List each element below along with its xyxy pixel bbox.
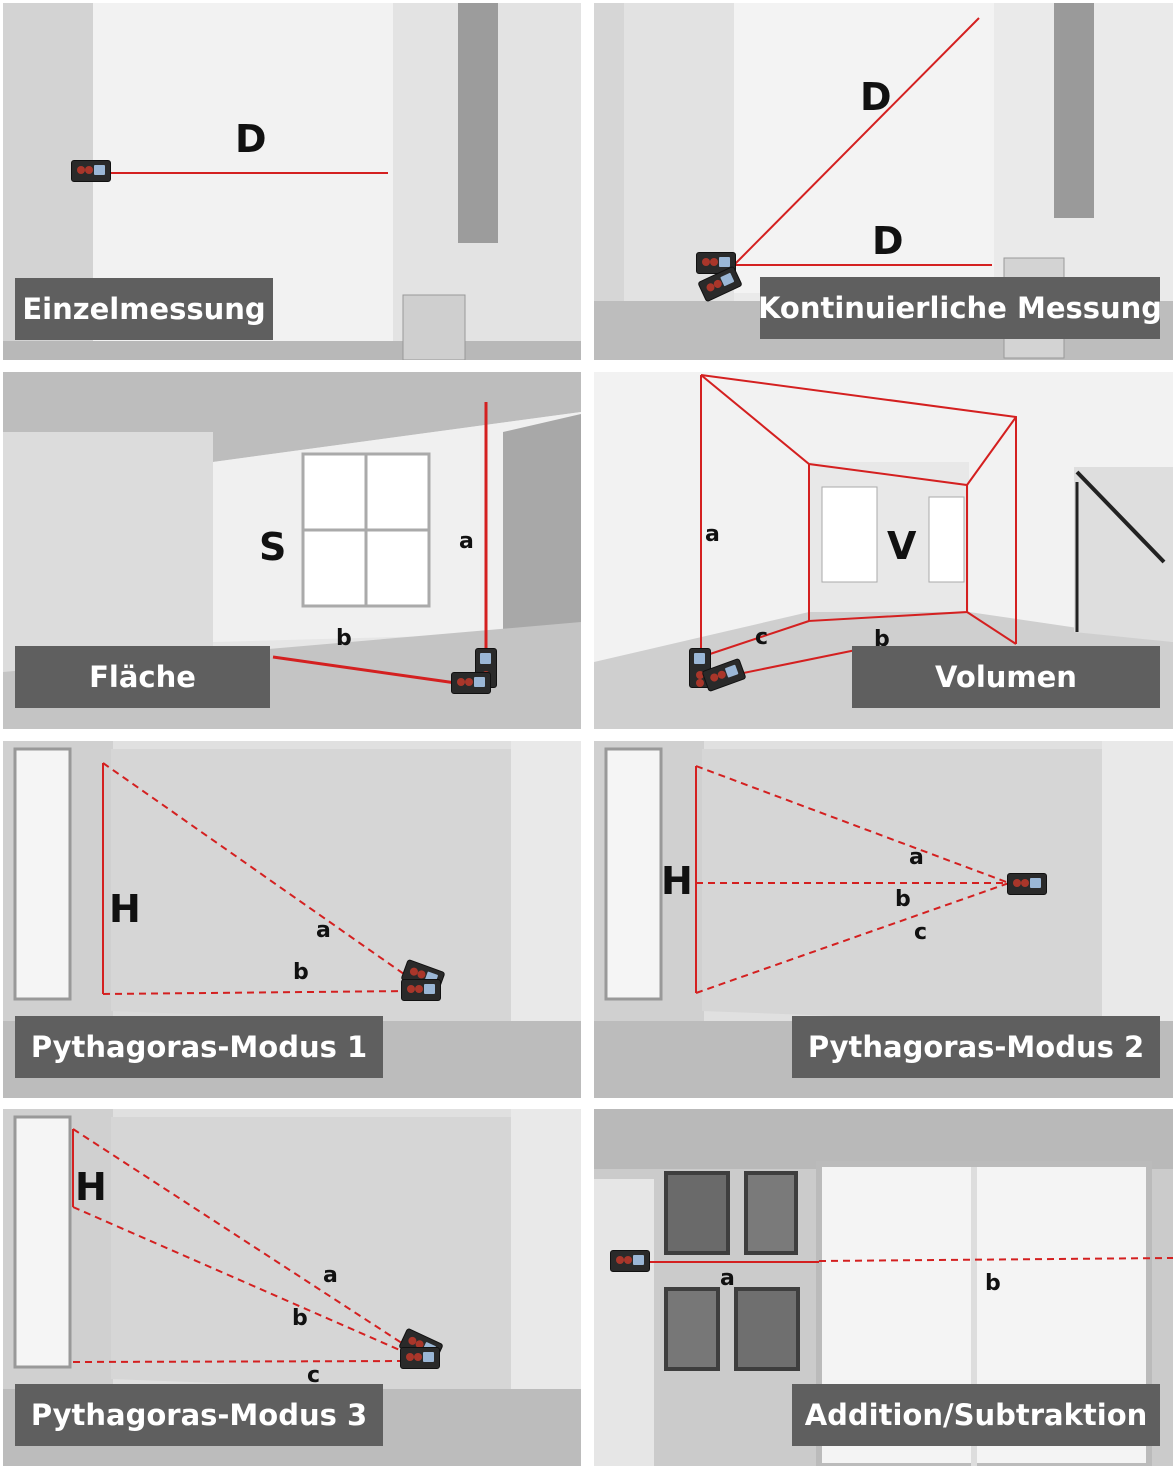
- label-c: c: [307, 1363, 321, 1388]
- panel-volumen: a c V b Volumen: [594, 372, 1173, 729]
- label-b: b: [874, 627, 890, 652]
- label-a: a: [705, 522, 720, 547]
- label-a: a: [459, 529, 474, 554]
- label-d: D: [235, 117, 267, 161]
- room-scene-5: [3, 741, 581, 1098]
- caption-pythagoras-2: Pythagoras-Modus 2: [792, 1016, 1160, 1078]
- panel-einzelmessung: D Einzelmessung: [3, 3, 581, 360]
- panel-flaeche: S a b Fläche: [3, 372, 581, 729]
- caption-pythagoras-3: Pythagoras-Modus 3: [15, 1384, 383, 1446]
- laser-distance-meter-icon: [400, 1347, 440, 1369]
- panel-addition-subtraktion: a b Addition/Subtraktion: [594, 1109, 1173, 1466]
- laser-distance-meter-icon: [451, 672, 491, 694]
- label-b: b: [293, 960, 309, 985]
- label-b: b: [336, 626, 352, 651]
- label-b: b: [985, 1271, 1001, 1296]
- label-h: H: [75, 1165, 107, 1209]
- label-c: c: [914, 920, 928, 945]
- caption-addition-subtraktion: Addition/Subtraktion: [792, 1384, 1160, 1446]
- label-b: b: [895, 887, 911, 912]
- caption-einzelmessung: Einzelmessung: [15, 278, 273, 340]
- laser-distance-meter-icon: [401, 979, 441, 1001]
- caption-kontinuierliche-messung: Kontinuierliche Messung: [758, 277, 1162, 339]
- panel-pythagoras-3: H a b c Pythagoras-Modus 3: [3, 1109, 581, 1466]
- laser-distance-meter-icon: [1007, 873, 1047, 895]
- label-b: b: [292, 1306, 308, 1331]
- room-scene-6: [594, 741, 1173, 1098]
- label-a: a: [720, 1266, 735, 1291]
- label-h: H: [661, 859, 693, 903]
- label-s: S: [259, 525, 287, 569]
- label-c: c: [755, 625, 769, 650]
- laser-distance-meter-icon: [610, 1250, 650, 1272]
- panel-pythagoras-1: H a b Pythagoras-Modus 1: [3, 741, 581, 1098]
- label-v: V: [887, 524, 917, 568]
- caption-pythagoras-1: Pythagoras-Modus 1: [15, 1016, 383, 1078]
- laser-distance-meter-icon: [71, 160, 111, 182]
- panel-pythagoras-2: H a b c Pythagoras-Modus 2: [594, 741, 1173, 1098]
- label-a: a: [909, 845, 924, 870]
- label-d-horizontal: D: [872, 219, 904, 263]
- caption-flaeche: Fläche: [15, 646, 270, 708]
- label-a: a: [323, 1263, 338, 1288]
- label-d-diagonal: D: [860, 75, 892, 119]
- caption-volumen: Volumen: [852, 646, 1160, 708]
- label-h: H: [109, 887, 141, 931]
- panel-kontinuierliche-messung: D D Kontinuierliche Messung: [594, 3, 1173, 360]
- label-a: a: [316, 918, 331, 943]
